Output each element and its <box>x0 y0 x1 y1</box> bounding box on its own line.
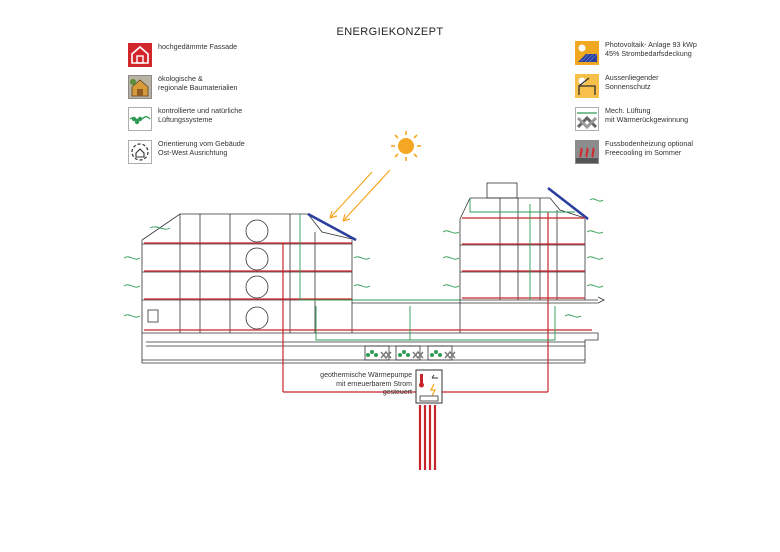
legend-item-orientation: Orientierung vom Gebäude Ost-West Ausric… <box>128 139 245 164</box>
legend-label: Aussenliegender Sonnenschutz <box>605 73 659 91</box>
ventilation-ducts <box>299 198 575 341</box>
photovoltaic-icon <box>575 41 599 65</box>
insulated-facade-icon <box>128 43 152 67</box>
legend-item-facade: hochgedämmte Fassade <box>128 42 238 67</box>
sun-icon <box>391 131 421 161</box>
legend-item-sun-shading: Aussenliegender Sonnenschutz <box>575 73 659 98</box>
legend-label: Photovoltaik- Anlage 93 kWp 45% Strombed… <box>605 40 697 58</box>
heat-exchanger-icons <box>380 350 456 360</box>
legend-label: ökologische & regionale Baumaterialien <box>158 74 238 92</box>
orientation-icon <box>128 140 152 164</box>
heating-pipes <box>144 212 592 393</box>
airflow-arrows <box>123 198 604 318</box>
sun-shading-icon <box>575 74 599 98</box>
legend-item-heat-recovery: Mech. Lüftung mit Wärmerückgewinnung <box>575 106 689 131</box>
legend-label: hochgedämmte Fassade <box>158 42 238 51</box>
legend-label: kontrollierte und natürliche Lüftungssys… <box>158 106 243 124</box>
ventilation-fan-icons <box>366 350 442 357</box>
legend-item-floor-heating: Fussbodenheizung optional Freecooling im… <box>575 139 693 164</box>
left-building <box>141 213 357 333</box>
page-title: ENERGIEKONZEPT <box>336 26 444 38</box>
right-building <box>459 182 589 333</box>
ventilation-icon <box>128 107 152 131</box>
left-solar-panel <box>307 212 357 242</box>
legend-item-ventilation: kontrollierte und natürliche Lüftungssys… <box>128 106 243 131</box>
legend-label: Fussbodenheizung optional Freecooling im… <box>605 139 693 157</box>
legend-label: Mech. Lüftung mit Wärmerückgewinnung <box>605 106 689 124</box>
legend-label: Orientierung vom Gebäude Ost-West Ausric… <box>158 139 245 157</box>
legend-item-materials: ökologische & regionale Baumaterialien <box>128 74 238 99</box>
floor-heating-icon <box>575 140 599 164</box>
geothermal-probes <box>418 405 437 470</box>
heat-pump-unit <box>415 369 443 404</box>
ecological-materials-icon <box>128 75 152 99</box>
ground-floor <box>141 332 599 364</box>
heat-pump-label: geothermische Wärmepumpe mit erneuerbare… <box>320 372 412 397</box>
heat-recovery-icon <box>575 107 599 131</box>
legend-item-photovoltaic: Photovoltaik- Anlage 93 kWp 45% Strombed… <box>575 40 697 65</box>
right-solar-panel <box>547 186 589 221</box>
sun-ray-arrows <box>329 169 391 222</box>
